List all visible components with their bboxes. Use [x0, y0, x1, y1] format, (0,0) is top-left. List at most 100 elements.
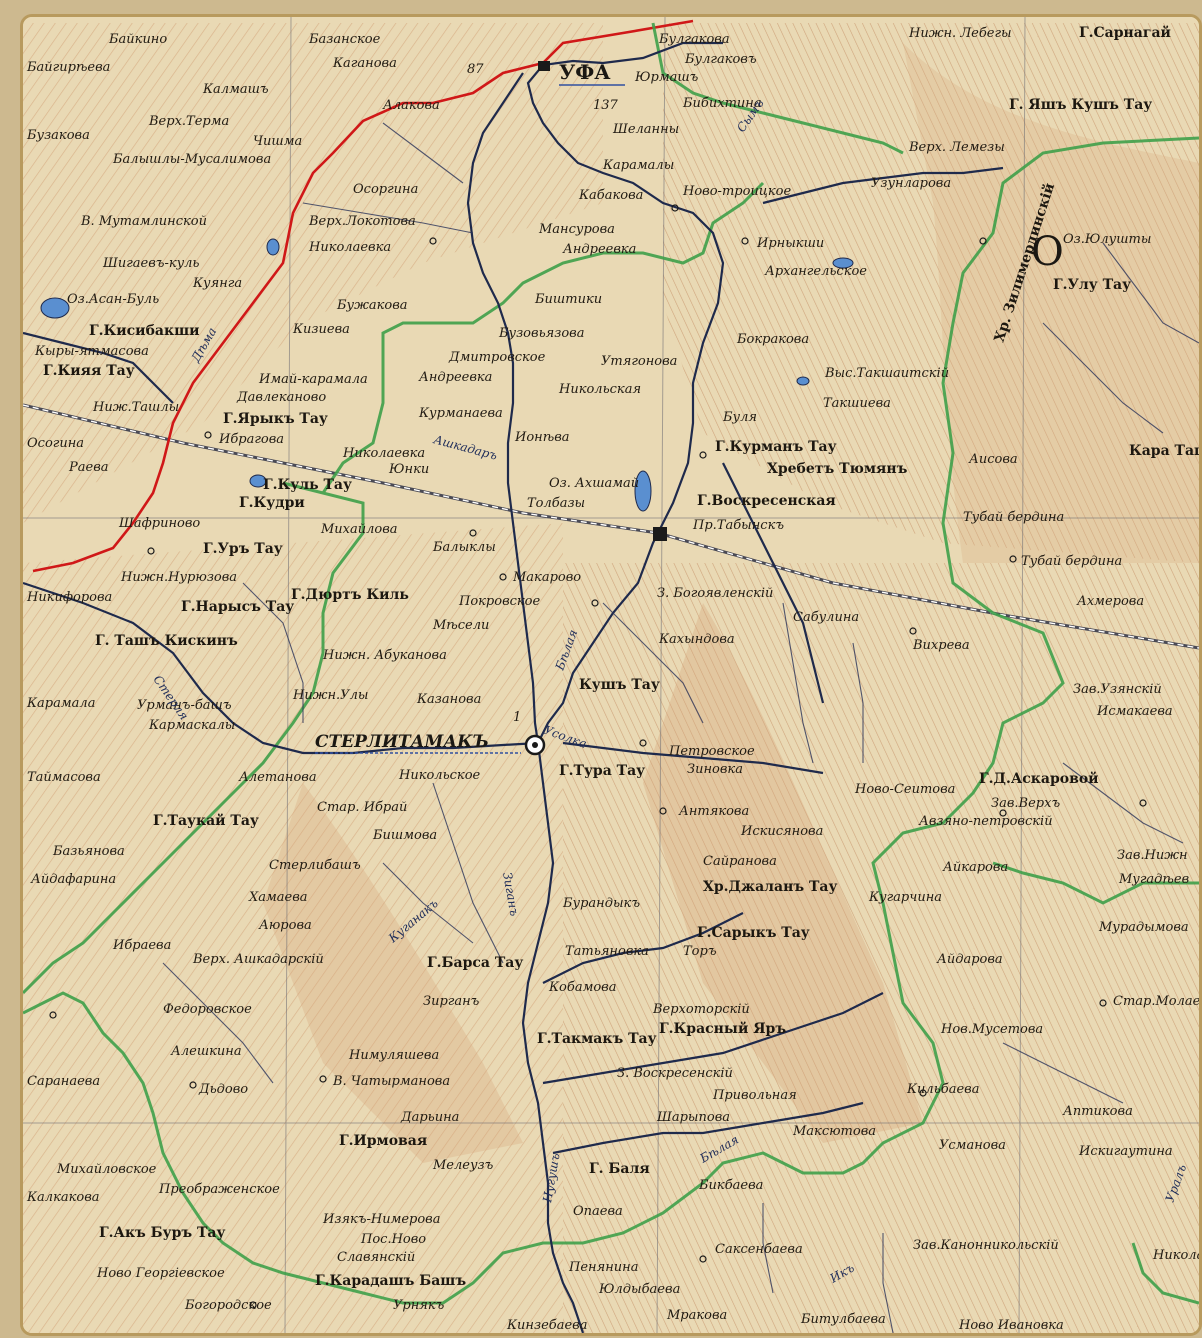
label-oz-asan-bul: Оз.Асан-Буль [67, 292, 159, 307]
label-zav-kanonikolsky: Зав.Канонникольскiй [913, 1238, 1059, 1253]
label-mugadeev: Мугадѣев [1118, 872, 1189, 887]
label-tubai-berdina: Тубай бердина [963, 510, 1064, 525]
label-ibragova2: Ибраева [112, 938, 171, 953]
graticule [23, 17, 1199, 1333]
label-kabakova: Кабакова [578, 188, 643, 203]
label-v-muthamova: В. Мутамлинской [80, 214, 207, 229]
label-usmanova: Усманова [939, 1138, 1006, 1153]
label-karamaly: Карамалы [602, 158, 674, 173]
label-oz-yulushty: Оз.Юлушты [1063, 232, 1151, 247]
label-bulgakov: Булгаковъ [684, 52, 757, 67]
label-pr-tabynsk: Пр.Табынскъ [692, 518, 784, 533]
label-bazanskoe: Базанское [308, 32, 381, 47]
label-kalkakova: Калкакова [26, 1190, 100, 1205]
label-penyanina: Пенянина [568, 1260, 638, 1275]
red-road [32, 19, 694, 573]
label-kugarchina: Кугарчина [868, 890, 942, 905]
label-buzovyazova: Бузовьязова [498, 326, 585, 341]
label-zav-kanon-side: Никола [1152, 1248, 1199, 1263]
label-shelanny: Шеланны [612, 122, 679, 137]
label-novo-ivanovka: Ново Ивановка [958, 1318, 1064, 1333]
label-aidafarina: Айдафарина [30, 872, 116, 887]
label-oz-akhshamai: Оз. Ахшамай [549, 476, 639, 491]
label-bibikhtina: Бибихтина [682, 96, 762, 111]
label-dyaurova: Дьдово [198, 1082, 248, 1097]
label-nikolaevka2: Николаевка [342, 446, 425, 461]
label-maksyutova: Максютова [792, 1124, 876, 1139]
label-makarovo: Макарово [512, 570, 581, 585]
label-balyklы: Балыклы [432, 540, 496, 555]
label-verkh-lemezy: Верх. Лемезы [908, 140, 1005, 155]
label-zav-nizhn: Зав.Нижн [1117, 848, 1188, 863]
label-kalmash: Калмашъ [202, 82, 269, 97]
label-vikhreva: Вихрева [912, 638, 970, 653]
label-nov-musetova: Нов.Мусетова [940, 1022, 1043, 1037]
label-torskiy: Торъ [683, 944, 717, 959]
label-zav-verkh: Зав.Верхъ [991, 796, 1060, 811]
label-ibragova: Ибрагова [218, 432, 284, 447]
label-davlekanovo: Давлеканово [236, 390, 326, 405]
label-kilbaeva: Кильбаева [906, 1082, 979, 1097]
label-pos-novo: Пос.Ново [360, 1232, 426, 1247]
label-bazhanova: Базьянова [52, 844, 125, 859]
city-markers [524, 61, 667, 756]
label-chishma: Чишма [253, 134, 302, 149]
label-iskigautina: Искигаутина [1078, 1144, 1173, 1159]
label-verkh-lokotova: Верх.Локотова [308, 214, 416, 229]
label-bishmova: Бишмова [372, 828, 437, 843]
label-yurmash: Юрмашъ [634, 70, 699, 85]
label-staro-molaeva: Стар.Молаева [1113, 994, 1199, 1009]
streams [162, 122, 1199, 1333]
label-izyak-nimetova: Изякъ-Нимерова [322, 1212, 441, 1227]
label-bitulbaeva: Битулбаева [800, 1312, 886, 1327]
label-zirgan: Зирганъ [423, 994, 480, 1009]
label-g-tash-kiskan: Г. Ташъ Кискинъ [95, 633, 238, 649]
label-meleuz: Мелеузъ [432, 1158, 494, 1173]
label-mrakova: Мракова [666, 1308, 727, 1323]
label-kurmanaeva: Курманаева [418, 406, 503, 421]
city-label-ufa: УФА [559, 60, 611, 84]
label-g-takmak-tau: Г.Такмакъ Тау [537, 1031, 657, 1047]
label-andreevka: Андреевка [418, 370, 492, 385]
label-mikhailovka: Михайлова [320, 522, 398, 537]
label-khr-tyoman: Хребетъ Тюмянъ [767, 461, 908, 477]
label-utyagonova: Утягонова [601, 354, 677, 369]
railway-line [23, 403, 1199, 650]
label-kobamova: Кобамова [548, 980, 617, 995]
label-nimulyaseva: Нимуляшева [348, 1048, 439, 1063]
label-nizh-uly: Нижн.Улы [292, 688, 368, 703]
label-zinovka: Зиновка [687, 762, 743, 777]
label-sharypova: Шарыпова [656, 1110, 730, 1125]
label-kara-tash: Кара Ташъ [1129, 443, 1199, 459]
label-aidarova2: Айдарова [936, 952, 1003, 967]
big-o-label: О [1031, 229, 1064, 275]
label-bulya: Буля [722, 410, 757, 425]
label-tatyanovka: Татьяновка [565, 944, 649, 959]
label-kinzebaeva: Кинзебаева [506, 1318, 587, 1333]
label-verkh-ashkadar: Верх. Ашкадарскiй [192, 952, 324, 967]
label-g-balya: Г. Баля [589, 1161, 650, 1177]
label-kusibakshi: Г.Кисибакши [89, 323, 200, 339]
label-v-chaturmanova: В. Чатырманова [332, 1074, 450, 1089]
label-taimasova: Таймасова [27, 770, 101, 785]
ufa-number: 137 [593, 98, 619, 113]
label-imai-karamala: Имай-карамала [258, 372, 368, 387]
label-burandyk: Бурандыкъ [562, 896, 640, 911]
label-kakhyndova: Кахындова [658, 632, 735, 647]
label-khamaeva: Хамаева [248, 890, 308, 905]
label-darina: Дарьина [400, 1110, 459, 1125]
label-mikhailovskoe: Михайловское [56, 1162, 157, 1177]
label-dmitrovskoe: Дмитровское [448, 350, 546, 365]
label-antyakova: Антякова [678, 804, 749, 819]
label-andreevka2: Андреевка [562, 242, 636, 257]
label-g-sarykh-tau: Г.Сарыкъ Тау [697, 925, 810, 941]
label-g-kiya-tau: Г.Кияя Тау [43, 363, 135, 379]
label-muradymova: Мурадымова [1098, 920, 1189, 935]
label-g-irkimovaya: Г.Ирмовая [339, 1133, 427, 1149]
label-avzyano-petrovsky: Авзяно-петровскiй [918, 814, 1053, 829]
label-saksenbaeva: Саксенбаева [715, 1242, 803, 1257]
label-vys-takshaitsky: Выс.Такшаитскiй [824, 366, 949, 381]
label-shafrinovo: Шафриново [118, 516, 200, 531]
label-meseli: Мѣсели [432, 618, 489, 633]
